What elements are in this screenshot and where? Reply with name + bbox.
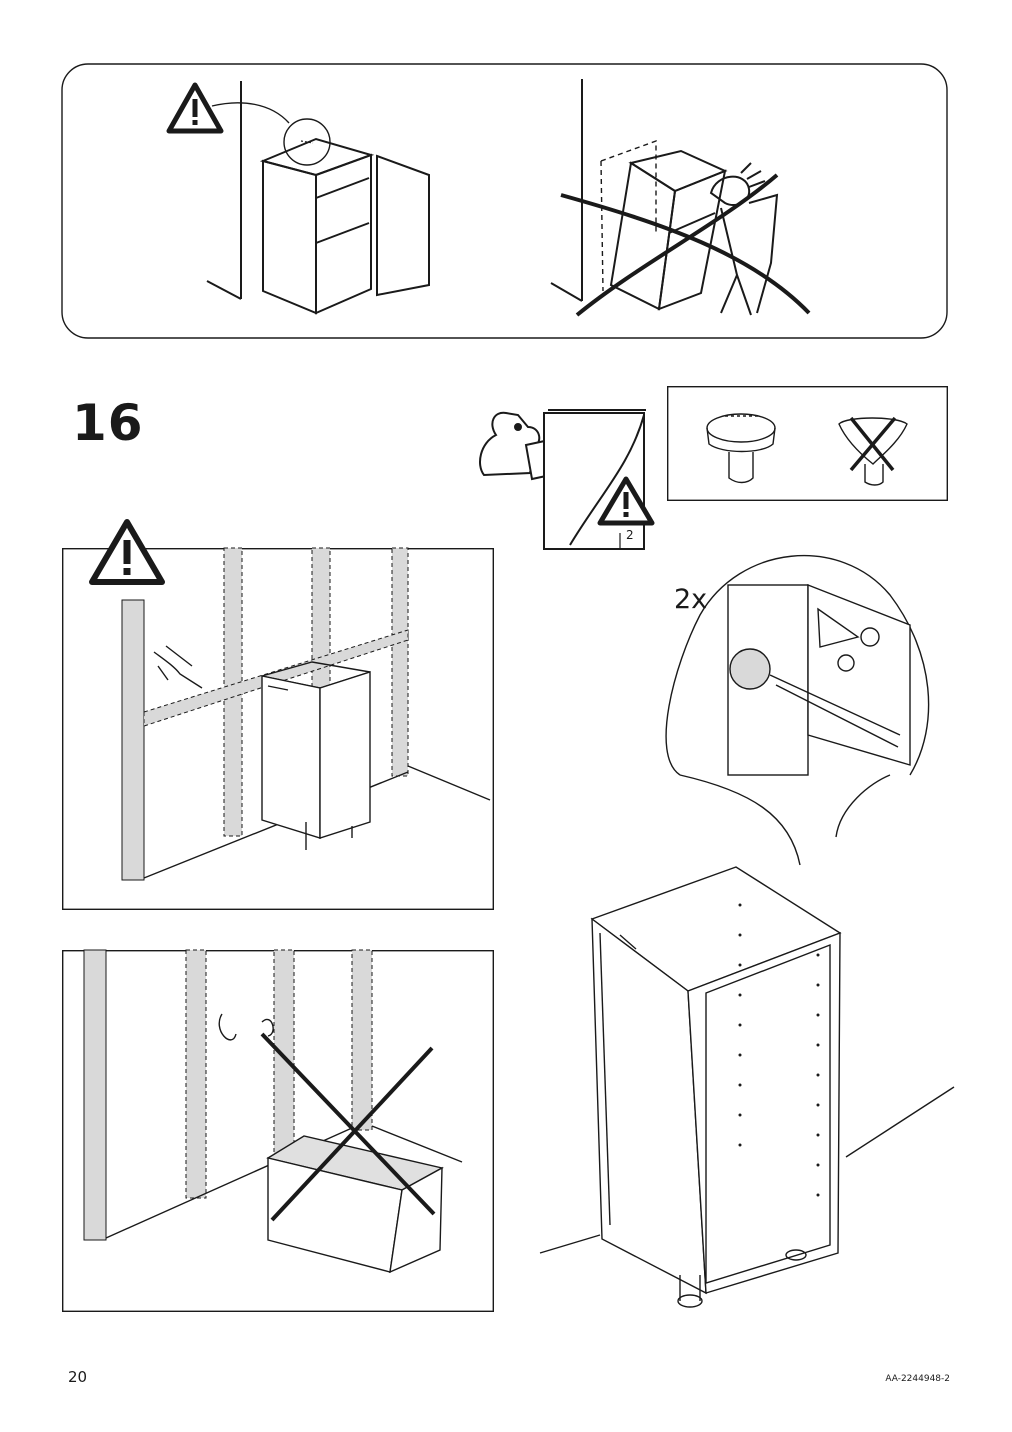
wall-plug-ok-icon — [706, 413, 776, 484]
cabinet-detail-illustration — [539, 545, 960, 1315]
wall-plug-wrong-icon — [838, 417, 908, 486]
page-number: 20 — [68, 1368, 88, 1386]
prohibited-cross-icon — [260, 1032, 436, 1222]
document-code: AA-2244948-2 — [885, 1374, 950, 1384]
prohibited-cross-icon — [849, 416, 897, 472]
prohibited-cross-icon — [560, 173, 811, 317]
read-manual-icon — [470, 405, 660, 555]
booklet-page-ref: 2 — [626, 528, 634, 542]
wrong-install-panel — [61, 949, 495, 1313]
anchored-cabinet-illustration — [206, 81, 430, 315]
quantity-label: 2x — [674, 584, 708, 615]
tipping-cabinet-illustration — [550, 79, 779, 316]
warning-triangle-icon — [86, 516, 168, 588]
wall-plug-hint-box — [666, 385, 949, 501]
warning-triangle-icon — [166, 82, 224, 134]
warning-triangle-icon — [597, 476, 655, 526]
step-number: 16 — [72, 394, 144, 452]
wall-anchor-warning-panel — [61, 63, 948, 339]
stud-wall-panel — [61, 547, 495, 911]
